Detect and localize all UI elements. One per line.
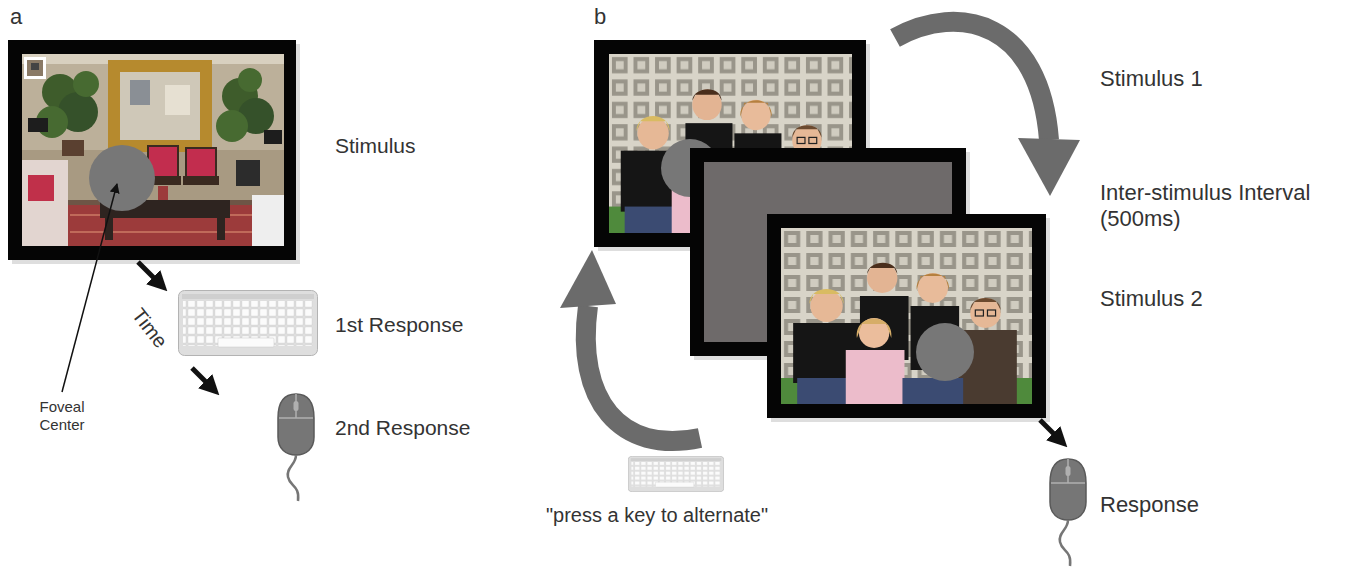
stimulus-frame-a-part: [12, 44, 300, 264]
foveal-pointer: [62, 184, 117, 392]
cycle-arrow-part: [560, 250, 616, 308]
living-room-photo-part: [165, 85, 190, 115]
thumbnail-icon-part: [24, 57, 46, 79]
cycle-arrow: [560, 250, 700, 441]
living-room-photo-part: [236, 160, 260, 186]
living-room-photo-part: [28, 175, 54, 201]
response-label: Response: [1100, 492, 1199, 518]
living-room-photo-part: [62, 140, 84, 156]
stimulus-frame-a: [8, 40, 300, 264]
living-room-photo-part: [158, 186, 168, 200]
living-room-photo-part: [73, 71, 99, 97]
panel-letter: a: [10, 4, 22, 30]
cycle-arrow-part: [586, 306, 700, 441]
response-label: 1st Response: [335, 312, 463, 337]
stimulus-frame-2: [767, 214, 1050, 422]
time-arrow: [138, 262, 156, 280]
stimulus-frame-2-part: [916, 323, 974, 381]
stimulus-label: Stimulus: [335, 133, 416, 158]
thumbnail-icon-part: [27, 60, 43, 76]
keyboard-icon: [179, 291, 318, 356]
living-room-photo-part: [238, 68, 262, 92]
living-room-photo-part: [108, 60, 212, 152]
living-room-photo-part: [22, 160, 68, 246]
living-room-photo-part: [105, 218, 113, 240]
thumbnail-icon: [24, 57, 46, 79]
living-room-photo-part: [22, 54, 284, 246]
living-room-photo-part: [186, 148, 216, 180]
stimulus-frame-2-part: [771, 218, 1050, 422]
interval-label: Inter-stimulus Interval (500ms): [1100, 180, 1340, 233]
mouse-icon: [1050, 459, 1086, 566]
axis-label: Time: [127, 303, 173, 352]
panel-letter: b: [594, 4, 606, 30]
cycle-arrow-part: [895, 22, 1049, 140]
living-room-photo-part: [120, 72, 200, 140]
time-arrow: [192, 368, 208, 384]
living-room-photo-part: [89, 145, 155, 211]
living-room-photo: [22, 54, 284, 246]
stimulus-frame-2-part: [781, 228, 1032, 404]
living-room-photo-part: [217, 218, 225, 240]
response-arrow: [1040, 420, 1056, 436]
instruction-label: "press a key to alternate": [546, 503, 768, 527]
stimulus-frame-a-part: [8, 40, 296, 260]
stimulus-label: Stimulus 1: [1100, 66, 1203, 92]
cycle-arrow: [895, 22, 1080, 196]
cycle-arrow-part: [1018, 138, 1080, 196]
thumbnail-icon-part: [31, 63, 39, 70]
mouse-icon: [278, 394, 314, 501]
living-room-photo-part: [28, 118, 48, 132]
living-room-photo-part: [216, 110, 248, 142]
stimulus-label: Stimulus 2: [1100, 286, 1203, 312]
living-room-photo-part: [252, 195, 284, 246]
living-room-photo-part: [264, 130, 282, 144]
keyboard-icon: [628, 456, 723, 491]
living-room-photo-part: [183, 176, 219, 185]
pointer-label: Foveal Center: [30, 398, 94, 434]
living-room-photo-part: [130, 80, 150, 105]
response-label: 2nd Response: [335, 415, 470, 440]
stimulus-frame-2-part: [767, 214, 1046, 418]
